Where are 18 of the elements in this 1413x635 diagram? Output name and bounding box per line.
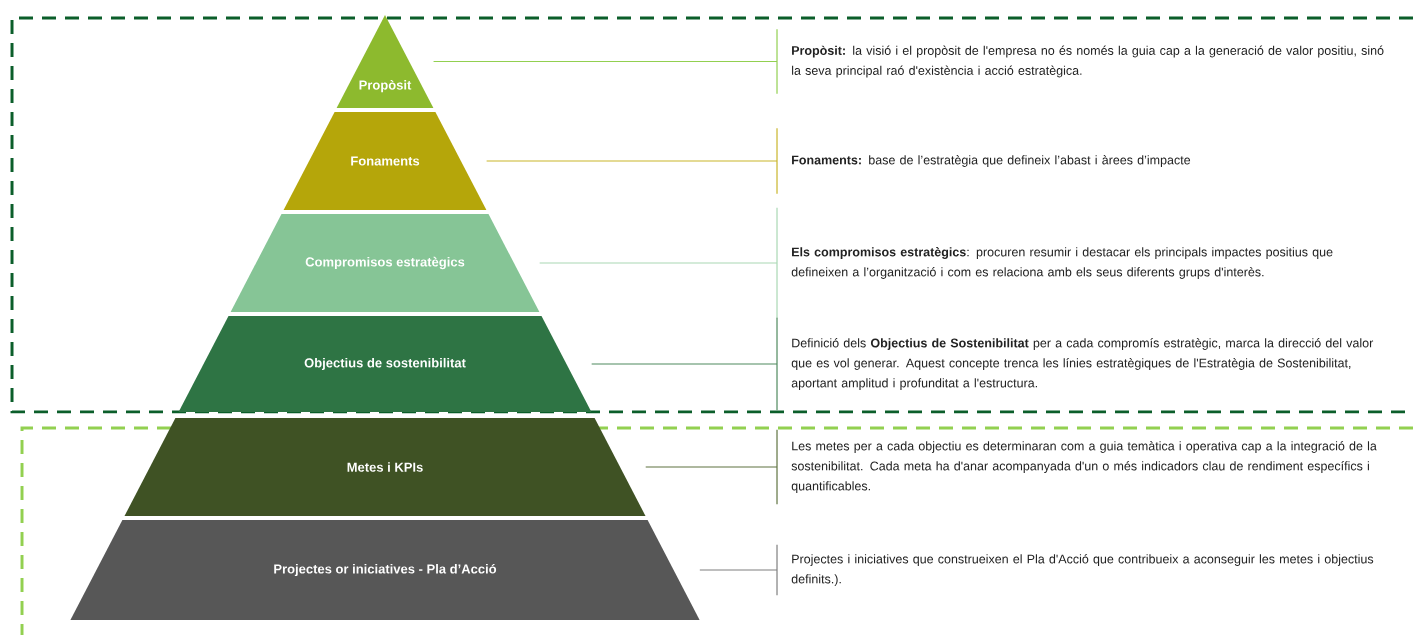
pyramid-layer: Projectes or iniciatives - Pla d’Acció bbox=[70, 520, 700, 620]
connector-line bbox=[486, 160, 778, 162]
pyramid-layer: Propòsit bbox=[336, 15, 434, 108]
pyramid-layer: Compromisos estratègics bbox=[230, 214, 540, 312]
description-text: Projectes i iniciatives que construeixen el Pla d'Acció que contribueix a aconseguir les metes i objectius definits.). bbox=[791, 554, 1374, 586]
description-text: Les metes per a cada objectiu es determinaran com a guia temàtica i operativa cap a la integració de la sostenibilitat. Cada meta ha d'anar acompanyada d'un o més indicadors clau de rendiment específics i quantificables. bbox=[791, 441, 1377, 493]
description-text: Definició dels Objectius de Sostenibilitat per a cada compromís estratègic, marca la direcció del valor que es vol generar. Aquest concepte trenca les línies estratègiques de l'Estratègia de Sostenibilitat, aportant amplitud i profunditat a l'estructura. bbox=[791, 338, 1374, 390]
pyramid-layer: Objectius de sostenibilitat bbox=[178, 316, 592, 412]
connector-line bbox=[539, 262, 778, 264]
pyramid-layer: Fonaments bbox=[283, 112, 487, 210]
description-text: Propòsit: la visió i el propòsit de l'empresa no és només la guia cap a la generació de valor positiu, sinó la seva principal raó d'existència i acció estratègica. bbox=[792, 45, 1384, 78]
connector-line bbox=[432, 60, 778, 63]
description-text: Fonaments: base de l’estratègia que defineix l’abast i àrees d’impacte bbox=[792, 155, 1191, 167]
description-text: Els compromisos estratègics: procuren resumir i destacar els principals impactes positius que defineixen a l’organització i com es relaciona amb els seus diferents grups d'interès. bbox=[791, 247, 1333, 279]
pyramid-layer: Metes i KPIs bbox=[124, 418, 646, 516]
connector-line bbox=[645, 466, 778, 468]
connector-line bbox=[591, 363, 778, 365]
connector-line bbox=[699, 569, 778, 571]
